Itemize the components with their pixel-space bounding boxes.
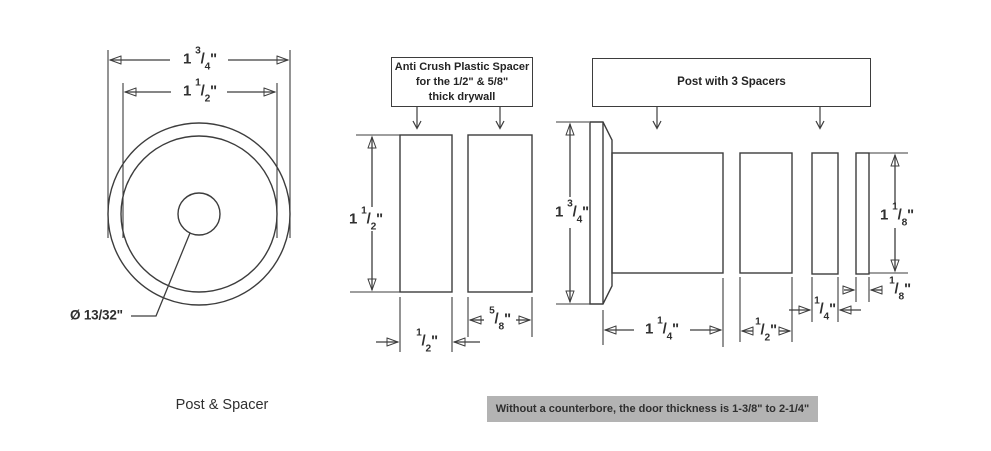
- callout-arrowhead-icon: [495, 120, 505, 130]
- front-view-caption: Post & Spacer: [175, 397, 269, 413]
- post-callout-box: Post with 3 Spacers: [592, 58, 871, 107]
- post-spacer-quarter-inch: [811, 152, 839, 275]
- post-callout-line1: Post with 3 Spacers: [677, 76, 786, 88]
- spacer-circle: [120, 135, 278, 293]
- hole-leader-line: [131, 232, 191, 317]
- post-spacer-eighth-inch: [855, 152, 870, 275]
- post-length-dim: 1 1/4": [645, 315, 679, 343]
- spacer-callout-box: Anti Crush Plastic Spacer for the 1/2" &…: [391, 57, 533, 107]
- post-spacer1-width-dim: 1/2": [755, 316, 777, 344]
- front-inner-diameter-dim: 1 1/2": [183, 77, 217, 105]
- hole-circle: [177, 192, 221, 236]
- spacer-callout-line2: for the 1/2" & 5/8": [415, 75, 509, 88]
- post-spacer3-width-dim: 1/8": [889, 275, 911, 303]
- note-bar: Without a counterbore, the door thicknes…: [487, 396, 818, 422]
- post-outer-circle: [107, 122, 291, 306]
- spacer1-width-dim: 1/2": [416, 327, 438, 355]
- callout-arrowhead-icon: [815, 120, 825, 130]
- post-body: [611, 152, 724, 274]
- spacer2-width-dim: 5/8": [489, 305, 511, 333]
- post-spacer-half-inch: [739, 152, 793, 274]
- front-outer-diameter-dim: 1 3/4": [183, 45, 217, 73]
- post-spacer2-width-dim: 1/4": [814, 295, 836, 323]
- post-spacer-height-dim: 1 1/8": [880, 201, 914, 229]
- spacer-callout-line3: thick drywall: [428, 90, 496, 103]
- hole-diameter-label: Ø 13/32": [70, 307, 123, 323]
- note-text: Without a counterbore, the door thicknes…: [495, 403, 810, 415]
- post-flange: [589, 121, 613, 305]
- spacer-half-inch: [399, 134, 453, 293]
- post-flange-height-dim: 1 3/4": [555, 198, 589, 226]
- callout-arrowhead-icon: [412, 120, 422, 130]
- spacer-callout-line1: Anti Crush Plastic Spacer: [394, 60, 530, 73]
- spacer-five-eighths: [467, 134, 533, 293]
- callout-arrowhead-icon: [652, 120, 662, 130]
- spacer-height-dim: 1 1/2": [349, 205, 383, 233]
